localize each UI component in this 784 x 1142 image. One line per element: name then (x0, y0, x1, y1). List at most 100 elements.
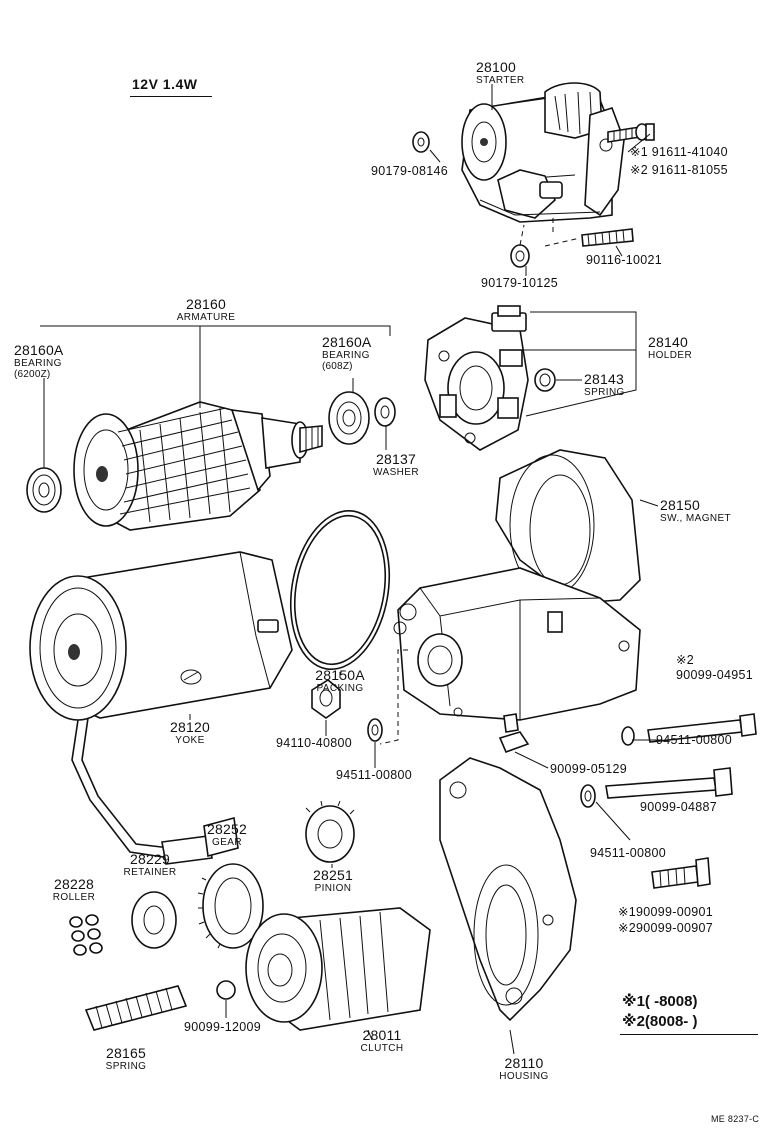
sw-magnet-name: SW., MAGNET (660, 513, 732, 524)
pn-nut-top: 90179-08146 (371, 164, 448, 178)
nut-top-illustration (412, 131, 430, 153)
gear-number: 28252 (207, 821, 247, 837)
yoke-illustration (29, 551, 293, 865)
spring-holder-illustration (534, 368, 556, 392)
packing-illustration (289, 509, 391, 671)
gear-name: GEAR (212, 837, 242, 848)
label-armature: 28160 ARMATURE (176, 296, 236, 324)
housing-name: HOUSING (499, 1071, 549, 1082)
label-bearing-right: 28160A BEARING (608Z) (322, 334, 372, 373)
pn-bolt-long2: 90099-04887 (640, 800, 717, 814)
nut-small-illustration (311, 679, 341, 719)
spring-clutch-number: 28165 (106, 1045, 146, 1061)
yoke-name: YOKE (175, 735, 205, 746)
label-starter: 28100 STARTER (476, 59, 525, 87)
label-roller: 28228 ROLLER (52, 876, 96, 904)
legend-line-2: ※2(8008- ) (622, 1013, 698, 1030)
washer-name: WASHER (373, 467, 419, 478)
pinion-name: PINION (314, 883, 352, 894)
housing-number: 28110 (504, 1055, 544, 1071)
pn-terminal: 90099-05129 (550, 762, 627, 776)
label-bearing-left: 28160A BEARING (6200Z) (14, 342, 64, 381)
label-clutch: 28011 CLUTCH (360, 1027, 404, 1055)
holder-number: 28140 (648, 334, 688, 350)
pn-washer-c: 94511-00800 (590, 846, 667, 860)
gear-illustration (197, 863, 264, 949)
clutch-illustration (245, 907, 431, 1031)
roller-name: ROLLER (52, 892, 96, 903)
bearing-right-number: 28160A (322, 334, 372, 350)
clutch-name: CLUTCH (360, 1043, 404, 1054)
legend-underline (620, 1034, 758, 1035)
packing-number: 28150A (315, 667, 365, 683)
sw-magnet-illustration (393, 449, 641, 733)
label-holder: 28140 HOLDER (648, 334, 693, 362)
washer-a-illustration (367, 718, 383, 742)
pinion-number: 28251 (313, 867, 353, 883)
ball-illustration (216, 980, 236, 1000)
spring-holder-number: 28143 (584, 371, 624, 387)
armature-name: ARMATURE (176, 312, 236, 323)
pn-washer-a: 94511-00800 (336, 768, 413, 782)
armature-number: 28160 (186, 296, 226, 312)
legend: ※1( -8008) ※2(8008- ) (622, 992, 697, 1032)
bearing-left-name: BEARING (14, 358, 62, 369)
legend-line-1: ※1( -8008) (622, 993, 698, 1010)
roller-number: 28228 (54, 876, 94, 892)
spring-clutch-illustration (84, 985, 188, 1031)
terminal-illustration (498, 731, 530, 754)
pn-stud: 90116-10021 (586, 253, 663, 267)
roller-illustration (69, 914, 103, 956)
label-pinion: 28251 PINION (313, 867, 353, 895)
label-packing: 28150A PACKING (315, 667, 365, 695)
label-yoke: 28120 YOKE (170, 720, 210, 747)
bearing-right-illustration (328, 391, 370, 445)
bolt-long2-illustration (605, 767, 733, 799)
washer-number: 28137 (376, 451, 416, 467)
housing-illustration (439, 757, 577, 1022)
pn-bolt-star2: ※2 91611-81055 (630, 163, 728, 177)
voltage-label: 12V 1.4W (132, 76, 198, 92)
washer-illustration (374, 397, 396, 427)
label-retainer: 28229 RETAINER (123, 852, 177, 879)
pn-nut-lower: 90179-10125 (481, 276, 558, 290)
bolt-star-illustration (607, 123, 655, 143)
bearing-left-spec: (6200Z) (14, 369, 51, 380)
holder-name: HOLDER (648, 350, 693, 361)
pn-ball: 90099-12009 (184, 1020, 261, 1034)
bolt-long-illustration (621, 713, 757, 746)
clutch-number: 28011 (362, 1027, 402, 1043)
leader-lines (40, 84, 662, 1055)
nut-lower-illustration (510, 244, 530, 268)
spring-holder-name: SPRING (584, 387, 625, 398)
label-spring-holder: 28143 SPRING (584, 371, 625, 399)
label-gear: 28252 GEAR (207, 821, 247, 849)
packing-name: PACKING (316, 683, 364, 694)
voltage-underline (130, 96, 212, 97)
reference-code: ME 8237-C (711, 1114, 760, 1124)
bearing-right-spec: (608Z) (322, 361, 353, 372)
pn-bolt-short-star2: ※290099-00907 (618, 921, 714, 935)
retainer-name: RETAINER (123, 867, 177, 878)
pinion-illustration (305, 800, 355, 863)
bolt-short-illustration (651, 857, 711, 889)
starter-name: STARTER (476, 75, 525, 86)
pn-nut-small: 94110-40800 (276, 736, 353, 750)
label-spring-clutch: 28165 SPRING (105, 1045, 147, 1073)
pn-bolt-star1: ※1 91611-41040 (630, 145, 728, 159)
armature-illustration (73, 401, 323, 531)
spring-clutch-name: SPRING (105, 1061, 147, 1072)
stud-illustration (581, 228, 634, 247)
bearing-left-number: 28160A (14, 342, 64, 358)
starter-number: 28100 (476, 59, 516, 75)
label-sw-magnet: 28150 SW., MAGNET (660, 498, 732, 525)
pn-bolt-short-star1: ※190099-00901 (618, 905, 714, 919)
pn-washer-b: 94511-00800 (656, 733, 733, 747)
retainer-illustration (131, 891, 177, 949)
bearing-left-illustration (26, 467, 62, 513)
pn-bolt-long: 90099-04951 (676, 668, 753, 682)
pn-bolt-long-mark: ※2 (676, 653, 695, 667)
holder-illustration (424, 305, 529, 451)
